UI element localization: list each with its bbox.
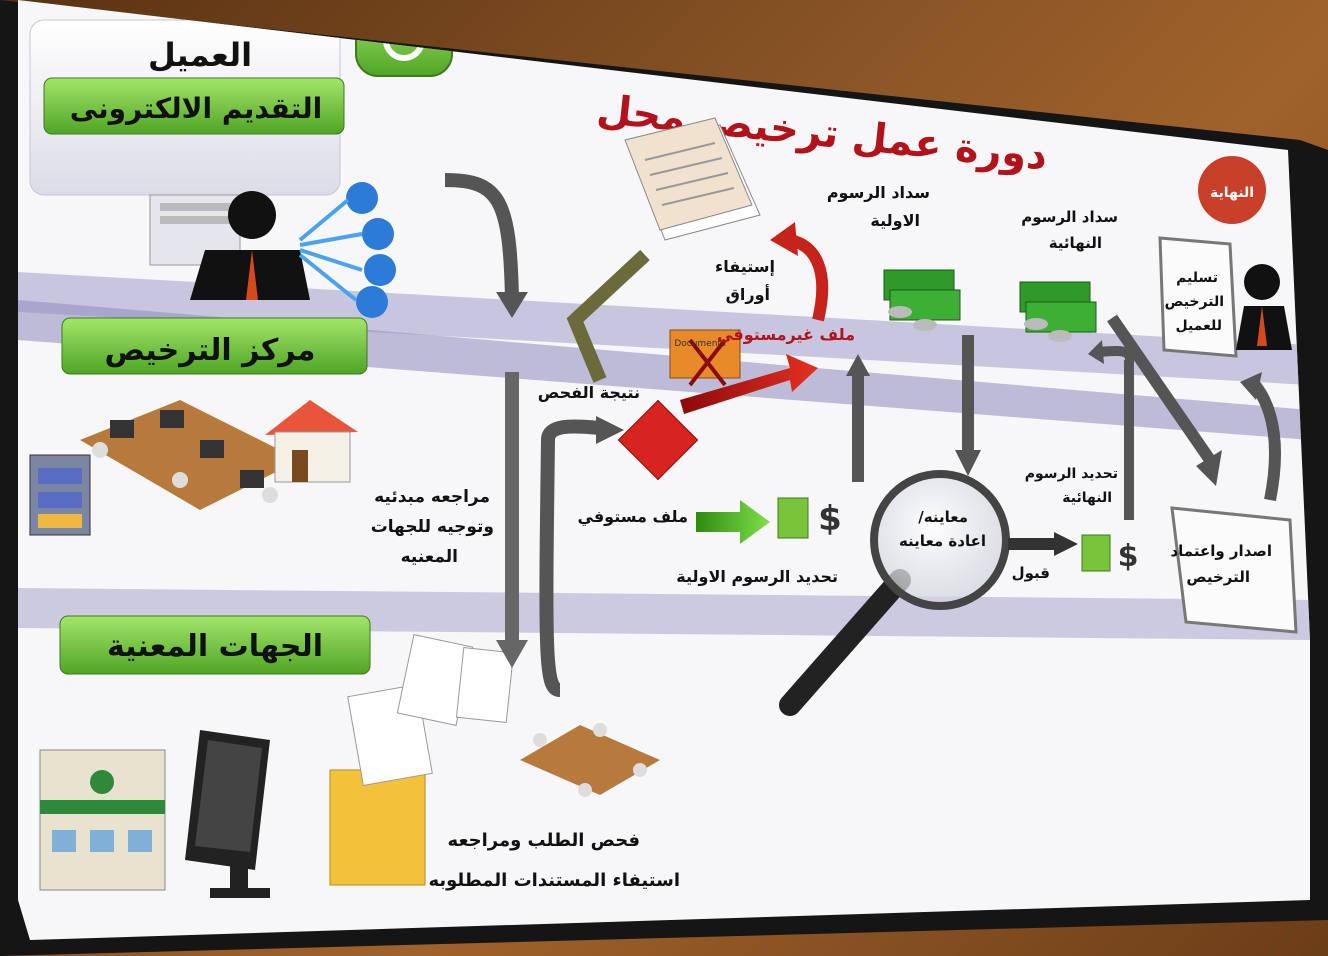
exam-result-label: نتيجة الفحص	[538, 383, 640, 402]
complete-docs-curve-arrow-head	[770, 222, 798, 256]
documents-folder-label: Documents	[674, 339, 726, 349]
arrow-to-issue	[1107, 314, 1215, 464]
arrow-to-deliver-head	[1240, 372, 1262, 400]
inspection-line1: /معاينه	[918, 508, 968, 526]
complete-docs-line2: أوراق	[726, 284, 770, 304]
e-submission-label: التقديم الالكترونى	[70, 92, 322, 125]
final-fees-line2: النهائية	[1062, 490, 1112, 506]
incomplete-arrow	[680, 354, 818, 414]
pay-final-line1: سداد الرسوم	[1021, 208, 1118, 226]
initial-review-line3: المعنيه	[401, 547, 458, 567]
incomplete-file-label: ملف غيرمستوفي	[717, 325, 855, 345]
documents-stack-icon	[624, 117, 761, 241]
arrow-to-pay-initial-head	[846, 354, 870, 376]
deliver-line3: للعميل	[1176, 318, 1222, 334]
end-badge	[1198, 156, 1266, 224]
arrow-center-to-authorities-head	[496, 640, 528, 668]
initial-review-line2: وتوجيه للجهات	[371, 517, 494, 537]
licensing-center-banner	[61, 317, 368, 375]
arrow-customer-to-center	[444, 173, 519, 301]
fees-folder-dollar-icon: $	[777, 497, 842, 539]
arrow-to-pay-initial	[852, 372, 864, 482]
complete-file-label: ملف مستوفي	[578, 507, 688, 527]
inspection-line2: اعادة معاينه	[899, 532, 986, 550]
arrow-to-deliver	[1250, 381, 1281, 502]
customer-lane-title: العميل	[148, 36, 252, 74]
channel-icons	[298, 182, 396, 318]
arrow-authorities-to-result-head	[596, 416, 624, 444]
svg-text:$: $	[1118, 539, 1139, 574]
lane-band-1	[18, 272, 1310, 385]
businessman-icon	[149, 191, 310, 300]
deliver-license-scroll-icon	[1158, 236, 1238, 358]
pay-initial-line1: سداد الرسوم	[827, 183, 930, 202]
acceptance-label: قبول	[1012, 564, 1050, 582]
svg-text:$: $	[818, 499, 842, 539]
cabinet-icon	[29, 454, 91, 536]
deliver-line1: تسليم	[1176, 270, 1218, 286]
meeting-desks-icon	[520, 723, 660, 797]
arrow-to-inspection	[962, 335, 974, 453]
money-stack-initial-icon	[883, 269, 961, 331]
end-badge-label: النهاية	[1210, 185, 1254, 201]
arrow-to-issue-head	[1196, 450, 1222, 486]
final-fees-folder-dollar-icon: $	[1081, 534, 1139, 574]
incomplete-folder-icon	[669, 329, 741, 387]
monitor-icon	[185, 730, 270, 898]
arrow-authorities-to-result	[539, 419, 601, 697]
licensing-center-label: مركز الترخيص	[104, 333, 315, 368]
issue-line2: الترخيص	[1186, 568, 1250, 586]
arrow-to-pay-final	[1124, 360, 1134, 520]
issue-license-scroll-icon	[1170, 506, 1298, 634]
final-fees-line1: تحديد الرسوم	[1025, 466, 1118, 482]
deliver-line2: الترخيص	[1165, 294, 1224, 310]
arrow-center-to-authorities	[505, 372, 519, 642]
arrow-to-inspection-head	[955, 450, 981, 476]
pay-final-line2: النهائية	[1049, 234, 1102, 252]
money-stack-final-icon	[1019, 281, 1097, 342]
customer-avatar-icon	[1236, 264, 1292, 350]
review-line2: استيفاء المستندات المطلوبه	[428, 870, 680, 891]
initial-review-line1: مراجعه مبدئيه	[374, 487, 490, 507]
house-icon	[265, 400, 358, 483]
acceptance-arrow-head	[1054, 532, 1078, 556]
arrow-customer-to-center-head	[496, 292, 528, 318]
office-desks-icon	[80, 400, 300, 510]
issue-line1: اصدار واعتماد	[1170, 542, 1272, 560]
building-icon	[39, 749, 166, 891]
complete-arrow	[696, 500, 770, 544]
authorities-label: الجهات المعنية	[107, 629, 323, 664]
review-line1: فحص الطلب ومراجعه	[448, 830, 640, 851]
arrow-docs-to-result	[566, 249, 650, 383]
initial-fees-label: تحديد الرسوم الاولية	[676, 567, 838, 586]
arrow-to-pay-final-curve	[1099, 346, 1135, 361]
folder-icon	[329, 634, 515, 886]
complete-docs-curve-arrow	[788, 234, 829, 322]
complete-docs-line1: إستيفاء	[715, 257, 775, 276]
arrow-to-pay-final-head	[1088, 340, 1104, 364]
pay-initial-line2: الاولية	[870, 211, 920, 230]
authorities-banner	[59, 615, 371, 675]
acceptance-arrow	[1008, 538, 1056, 550]
decision-diamond	[617, 399, 699, 481]
magnifier-icon	[779, 470, 1010, 716]
e-submission-banner	[43, 77, 345, 135]
